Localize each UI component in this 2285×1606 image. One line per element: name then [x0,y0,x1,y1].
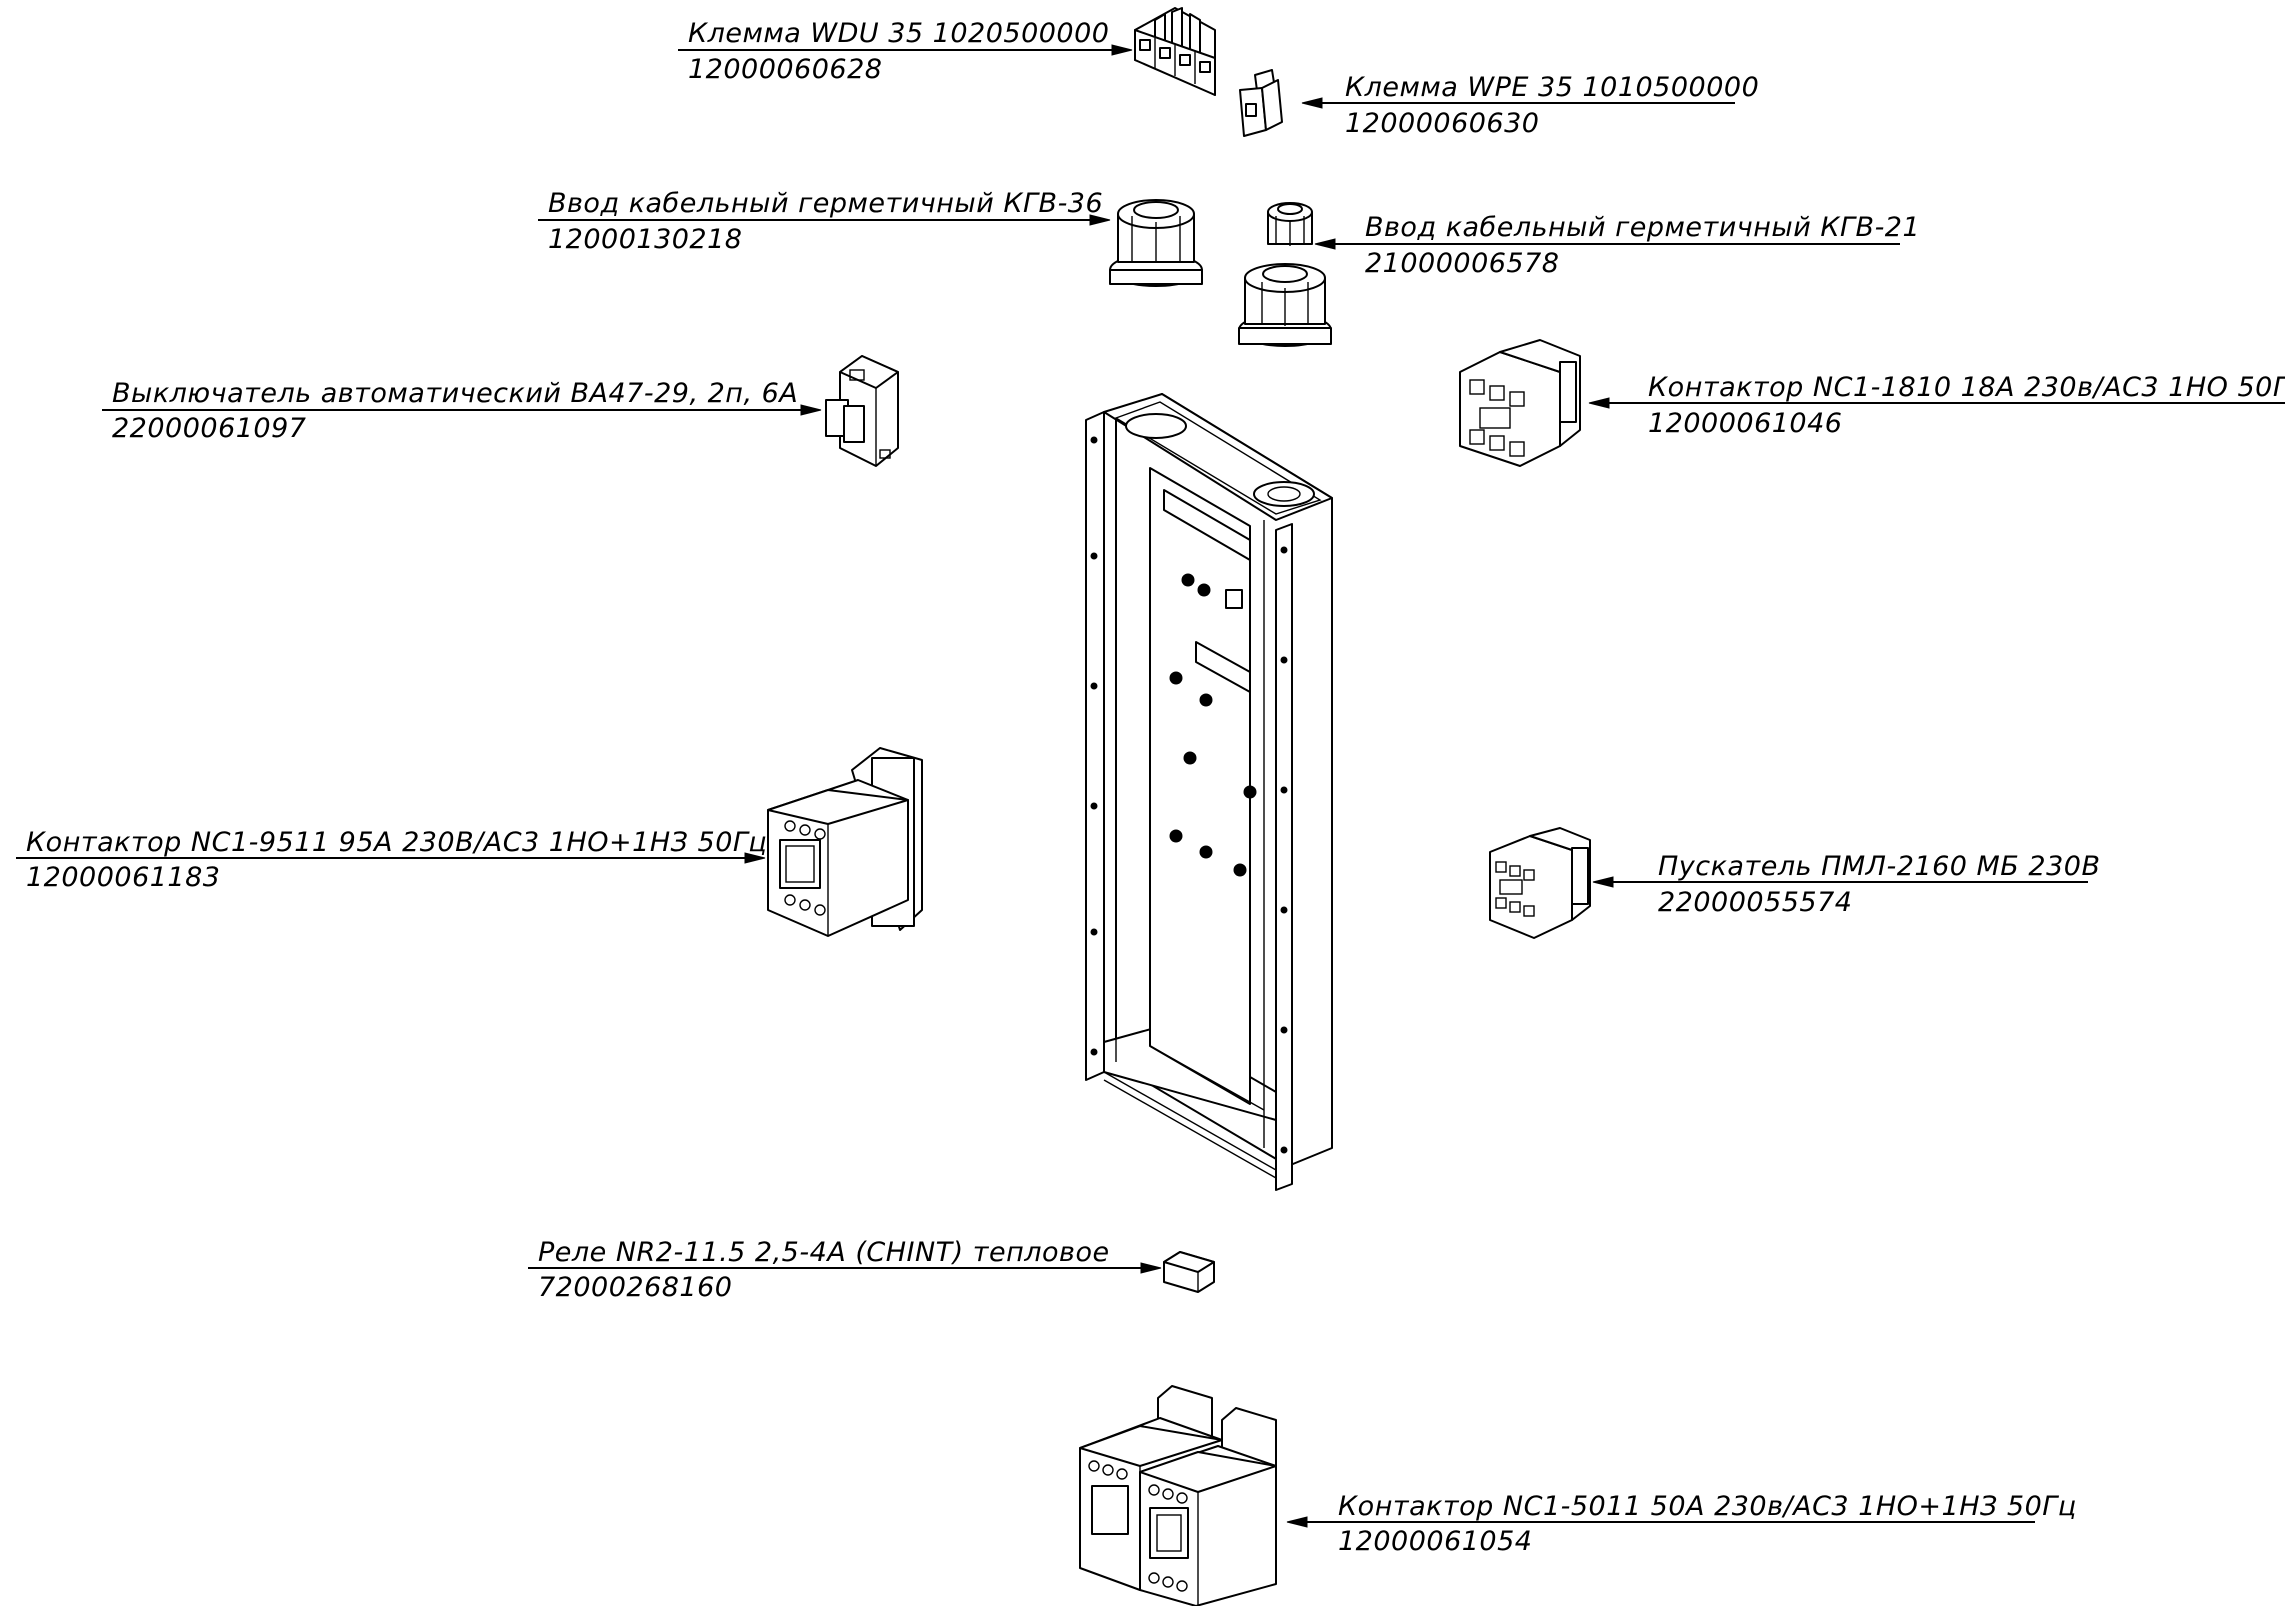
callout-nc1-9511-contactor: Контактор NC1-9511 95А 230В/АС3 1НО+1НЗ … [16,827,767,893]
callout-wdu-name: Клемма WDU 35 1020500000 [688,18,1109,49]
arrowhead [1301,97,1323,109]
callout-kgv21-gland: Ввод кабельный герметичный КГВ-21 210000… [1314,212,1920,279]
callout-kgv36-code: 12000130218 [548,224,742,255]
callout-nc1-1810-code: 12000061046 [1648,408,1842,439]
arrowhead [1314,238,1336,250]
arrowhead [1111,44,1133,56]
callout-nr2-name: Реле NR2-11.5 2,5-4А (CHINT) тепловое [538,1237,1110,1268]
callout-kgv21-name: Ввод кабельный герметичный КГВ-21 [1365,212,1920,243]
callout-kgv36-name: Ввод кабельный герметичный КГВ-36 [548,188,1103,219]
nc1-9511-contactor-drawing [767,747,923,937]
callout-va47-name: Выключатель автоматический ВА47-29, 2п, … [112,378,798,409]
wdu-terminal-drawing [1134,7,1216,96]
callout-va47-breaker: Выключатель автоматический ВА47-29, 2п, … [102,378,822,444]
callout-pml-code: 22000055574 [1658,887,1852,918]
wpe-terminal-drawing [1239,69,1283,137]
callout-nc1-9511-code: 12000061183 [26,862,220,893]
callout-va47-code: 22000061097 [112,413,306,444]
callout-nc1-5011-contactor: Контактор NC1-5011 50А 230в/АС3 1НО+1НЗ … [1286,1491,2077,1557]
enclosure-drawing [1085,393,1333,1191]
callout-wpe-name: Клемма WPE 35 1010500000 [1345,72,1759,103]
kgv21-gland-drawing [1238,263,1332,347]
callout-pml-name: Пускатель ПМЛ-2160 МБ 230В [1658,851,2100,882]
callout-wpe-terminal: Клемма WPE 35 1010500000 12000060630 [1301,72,1759,139]
arrowhead [744,852,766,864]
nr2-relay-drawing [1163,1251,1215,1293]
callout-wdu-terminal: Клемма WDU 35 1020500000 12000060628 [678,18,1133,85]
callout-nr2-code: 72000268160 [538,1272,732,1303]
callout-nc1-9511-name: Контактор NC1-9511 95А 230В/АС3 1НО+1НЗ … [26,827,767,858]
callout-kgv36-gland: Ввод кабельный герметичный КГВ-36 120001… [538,188,1111,255]
callout-nr2-relay: Реле NR2-11.5 2,5-4А (CHINT) тепловое 72… [528,1237,1162,1303]
arrowhead [1286,1516,1308,1528]
arrowhead [1592,876,1614,888]
callout-wdu-code: 12000060628 [688,54,882,85]
callout-pml-starter: Пускатель ПМЛ-2160 МБ 230В 22000055574 [1592,851,2100,918]
va47-breaker-drawing [825,355,899,467]
kgv21-gland-small-drawing [1267,202,1313,246]
nc1-1810-contactor-drawing [1459,339,1581,467]
arrowhead [1089,214,1111,226]
callout-nc1-5011-name: Контактор NC1-5011 50А 230в/АС3 1НО+1НЗ … [1338,1491,2077,1522]
arrowhead [800,404,822,416]
nc1-5011-contactor-drawing [1079,1385,1277,1606]
callout-wpe-code: 12000060630 [1345,108,1539,139]
pml-starter-drawing [1489,827,1591,939]
callout-nc1-5011-code: 12000061054 [1338,1526,1532,1557]
callout-nc1-1810-contactor: Контактор NC1-1810 18А 230в/АС3 1НО 50Гц… [1588,372,2285,439]
callout-nc1-1810-name: Контактор NC1-1810 18А 230в/АС3 1НО 50Гц [1648,372,2285,403]
arrowhead [1140,1262,1162,1274]
arrowhead [1588,397,1610,409]
callout-kgv21-code: 21000006578 [1365,248,1559,279]
kgv36-gland-drawing [1109,199,1203,287]
